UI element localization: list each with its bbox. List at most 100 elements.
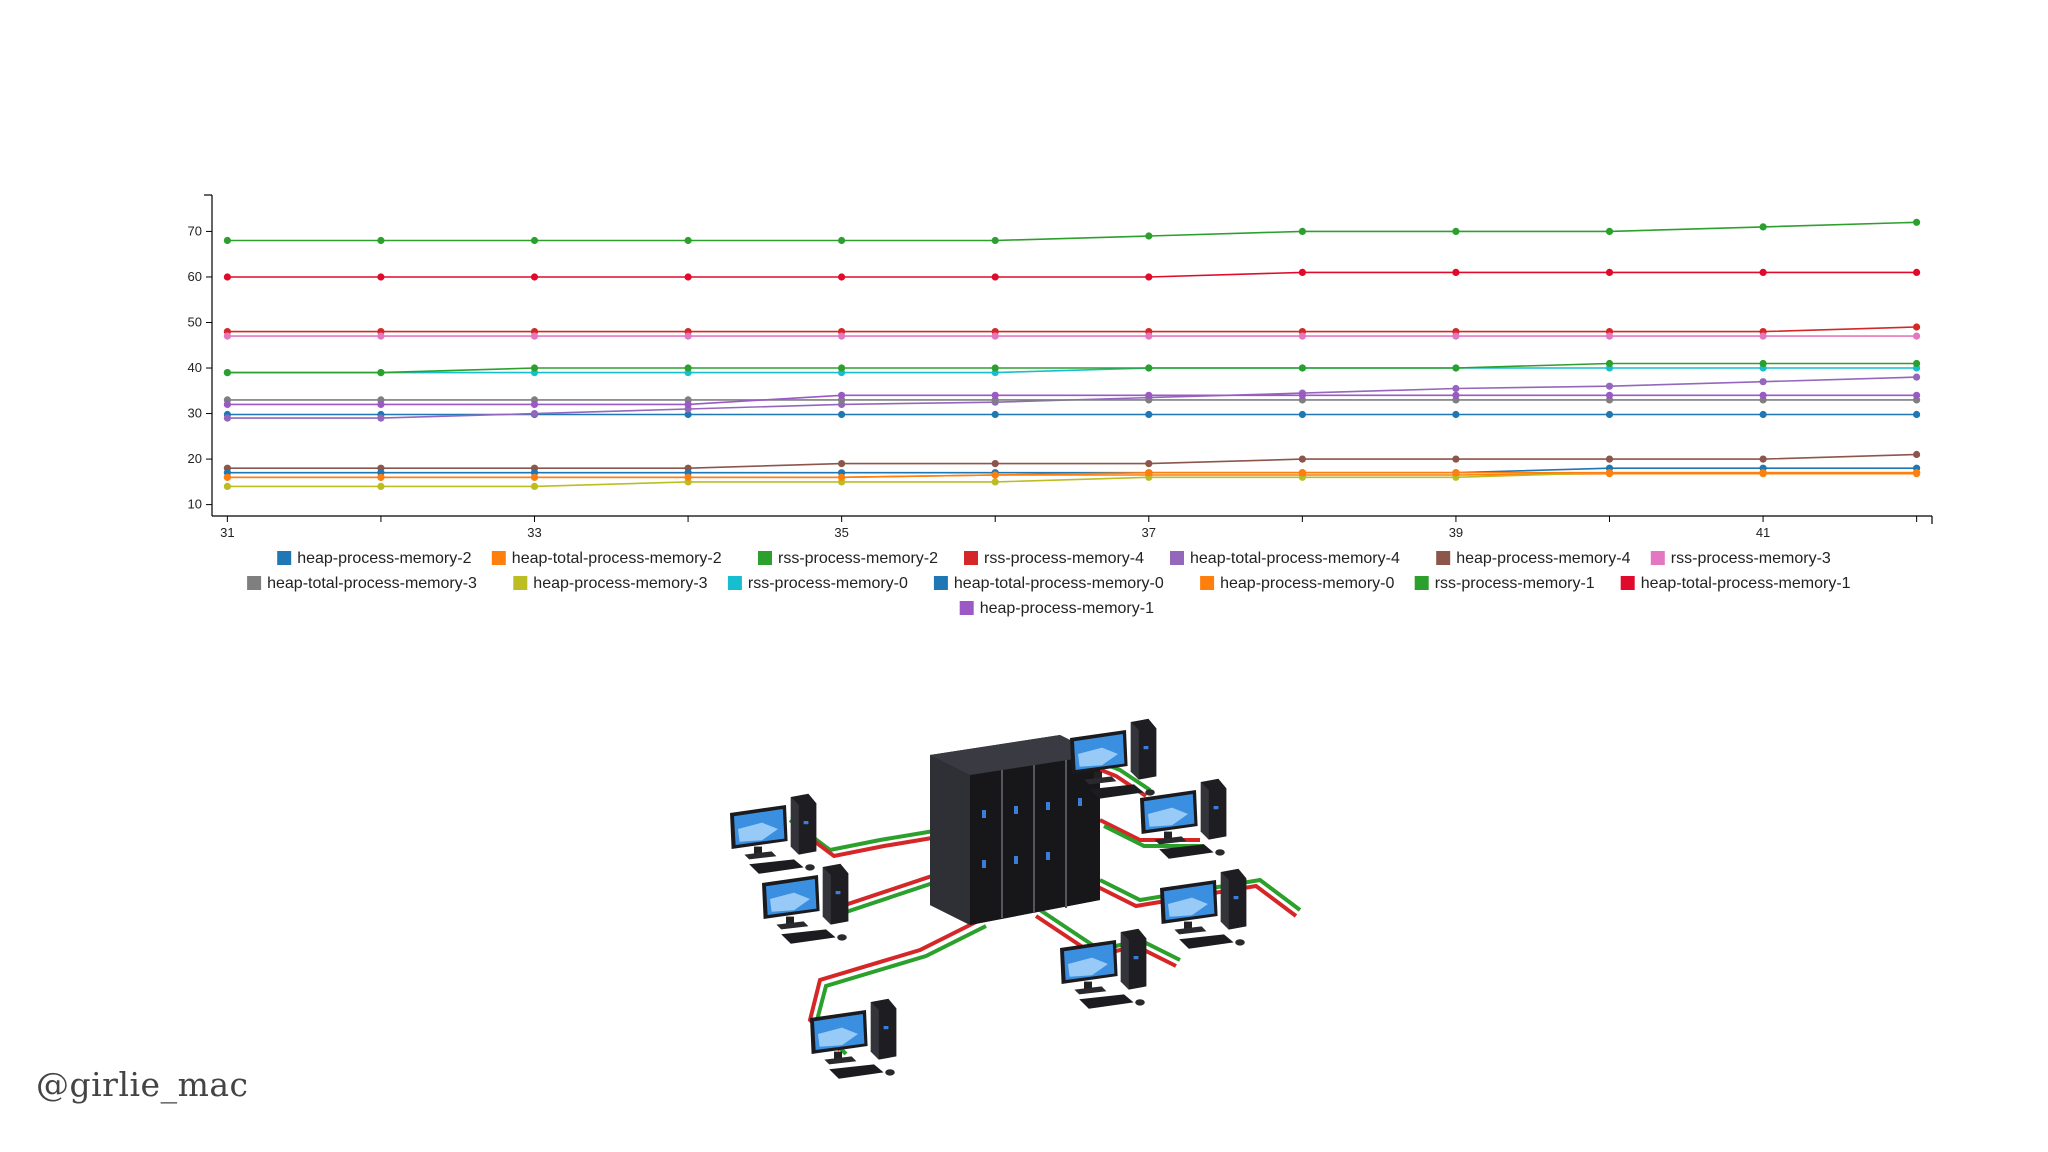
data-point-heap-process-memory-4 [991, 460, 999, 468]
data-point-heap-total-process-memory-1 [1759, 268, 1767, 276]
legend-label-heap-process-memory-4: heap-process-memory-4 [1456, 550, 1630, 567]
computer-icon [1060, 928, 1147, 1009]
data-point-heap-total-process-memory-4 [223, 414, 231, 422]
data-point-heap-process-memory-1 [684, 400, 692, 408]
data-point-rss-process-memory-3 [991, 332, 999, 340]
chart-legend: heap-process-memory-2 heap-total-process-… [247, 550, 1851, 617]
data-point-rss-process-memory-3 [223, 332, 231, 340]
data-point-heap-process-memory-2 [1605, 410, 1614, 419]
data-point-heap-process-memory-2 [1759, 410, 1767, 419]
x-tick-label: 35 [834, 525, 848, 540]
legend-label-heap-total-process-memory-2: heap-total-process-memory-2 [512, 550, 722, 567]
legend-swatch-heap-process-memory-3 [513, 576, 528, 590]
legend-label-heap-process-memory-0: heap-process-memory-0 [1220, 575, 1394, 592]
data-point-heap-process-memory-4 [1298, 455, 1306, 463]
data-point-rss-process-memory-4 [1913, 323, 1921, 331]
data-point-heap-process-memory-3 [991, 478, 999, 486]
data-point-heap-process-memory-1 [1145, 391, 1153, 399]
chart-series-points [223, 218, 1921, 490]
legend-label-heap-process-memory-2: heap-process-memory-2 [297, 550, 471, 567]
data-point-rss-process-memory-1 [1452, 364, 1460, 372]
data-point-rss-process-memory-3 [1913, 332, 1921, 340]
data-point-rss-process-memory-3 [530, 332, 539, 340]
data-point-heap-total-process-memory-1 [1913, 268, 1921, 276]
server-network-illustration [730, 718, 1302, 1079]
data-point-heap-total-process-memory-4 [1913, 373, 1921, 381]
author-credit: @girlie_mac [36, 1065, 249, 1104]
data-point-heap-process-memory-4 [838, 460, 846, 468]
data-point-heap-process-memory-3 [530, 482, 539, 490]
legend-swatch-heap-total-process-memory-1 [1620, 576, 1635, 590]
series-line-rss-process-memory-1 [227, 362, 1917, 374]
legend-swatch-heap-total-process-memory-2 [491, 551, 506, 565]
data-point-heap-process-memory-2 [1145, 410, 1153, 419]
data-point-heap-process-memory-0 [991, 471, 999, 479]
data-point-rss-process-memory-2 [530, 236, 539, 245]
y-tick-label: 50 [188, 314, 202, 329]
x-tick-label: 31 [220, 525, 234, 540]
data-point-heap-process-memory-0 [377, 473, 385, 481]
x-tick-label: 37 [1142, 525, 1156, 540]
computer-icon [810, 998, 897, 1079]
data-point-heap-total-process-memory-4 [1759, 378, 1767, 386]
data-point-rss-process-memory-3 [1605, 332, 1614, 340]
data-point-heap-process-memory-2 [1298, 410, 1306, 419]
data-point-rss-process-memory-2 [1759, 223, 1767, 231]
computer-icon [1160, 868, 1247, 949]
data-point-rss-process-memory-3 [1452, 332, 1460, 340]
data-point-heap-total-process-memory-1 [838, 273, 846, 281]
data-point-rss-process-memory-1 [530, 364, 539, 372]
data-point-heap-total-process-memory-1 [991, 273, 999, 281]
legend-swatch-rss-process-memory-2 [758, 551, 772, 565]
legend-label-rss-process-memory-2: rss-process-memory-2 [778, 550, 938, 567]
legend-label-rss-process-memory-3: rss-process-memory-3 [1671, 550, 1831, 567]
y-tick-label: 40 [188, 360, 202, 375]
legend-label-rss-process-memory-1: rss-process-memory-1 [1435, 575, 1595, 592]
series-line-heap-process-memory-4 [227, 453, 1917, 469]
data-point-heap-process-memory-0 [684, 473, 692, 481]
data-point-rss-process-memory-2 [991, 236, 999, 245]
data-point-heap-process-memory-1 [991, 391, 999, 399]
computer-icon [762, 863, 849, 944]
legend-swatch-rss-process-memory-3 [1650, 551, 1665, 565]
data-point-heap-process-memory-0 [1145, 469, 1153, 477]
computer-icon [730, 793, 817, 874]
data-point-heap-process-memory-1 [838, 391, 846, 399]
data-point-heap-total-process-memory-1 [530, 273, 539, 281]
data-point-heap-process-memory-4 [1605, 455, 1614, 463]
series-line-heap-total-process-memory-0 [227, 467, 1917, 474]
data-point-heap-process-memory-1 [377, 400, 385, 408]
data-point-rss-process-memory-1 [838, 364, 846, 372]
data-point-heap-process-memory-0 [1759, 469, 1767, 477]
data-point-rss-process-memory-2 [838, 236, 846, 245]
data-point-heap-process-memory-1 [530, 400, 539, 408]
data-point-rss-process-memory-2 [1452, 227, 1460, 235]
series-line-rss-process-memory-0 [227, 367, 1917, 374]
data-point-heap-process-memory-1 [1452, 391, 1460, 399]
y-tick-label: 10 [188, 497, 202, 512]
data-point-rss-process-memory-1 [1605, 359, 1614, 368]
data-point-heap-process-memory-0 [1605, 469, 1614, 477]
legend-swatch-heap-total-process-memory-0 [933, 576, 948, 590]
data-point-rss-process-memory-1 [1759, 359, 1767, 368]
legend-swatch-heap-process-memory-4 [1436, 551, 1451, 565]
legend-swatch-heap-process-memory-2 [277, 551, 292, 565]
legend-swatch-heap-total-process-memory-3 [247, 576, 262, 590]
data-point-rss-process-memory-2 [1298, 227, 1306, 235]
data-point-rss-process-memory-3 [1298, 332, 1306, 340]
data-point-heap-process-memory-4 [1452, 455, 1460, 463]
data-point-heap-total-process-memory-4 [530, 410, 539, 418]
legend-label-heap-total-process-memory-0: heap-total-process-memory-0 [954, 575, 1164, 592]
data-point-heap-total-process-memory-1 [223, 273, 231, 281]
legend-swatch-rss-process-memory-0 [727, 576, 742, 590]
legend-label-heap-total-process-memory-3: heap-total-process-memory-3 [267, 575, 477, 592]
data-point-heap-process-memory-1 [1605, 391, 1614, 399]
data-point-rss-process-memory-3 [1145, 332, 1153, 340]
data-point-heap-process-memory-3 [377, 482, 385, 490]
data-point-rss-process-memory-3 [838, 332, 846, 340]
data-point-rss-process-memory-3 [1759, 332, 1767, 340]
series-line-heap-process-memory-1 [227, 394, 1917, 406]
data-point-heap-total-process-memory-1 [1145, 273, 1153, 281]
